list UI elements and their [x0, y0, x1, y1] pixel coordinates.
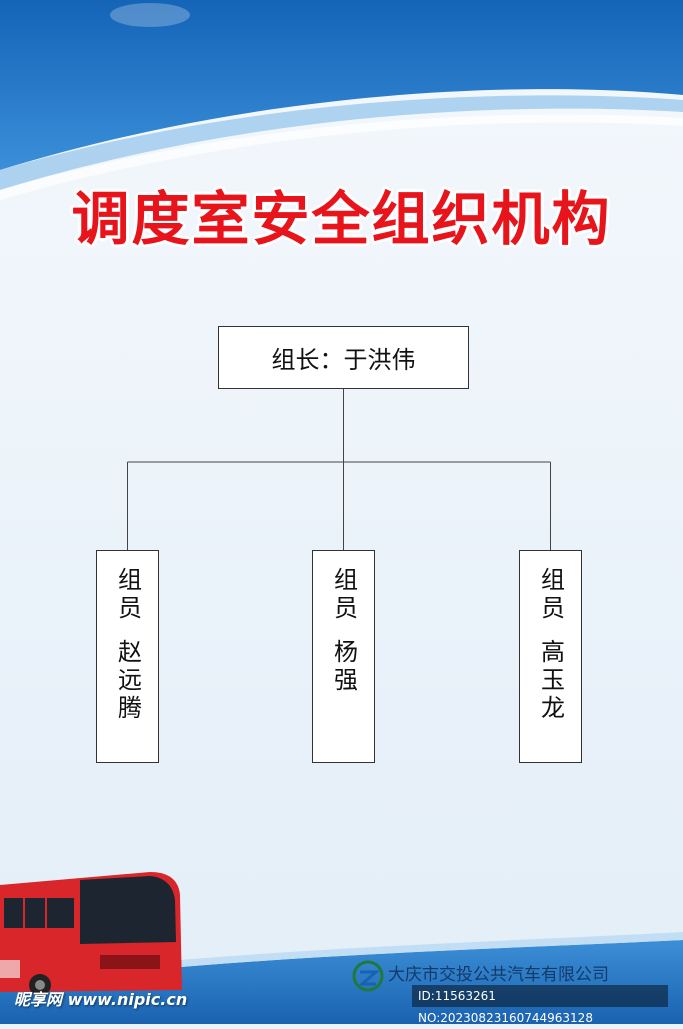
- member-box-2: 组员 杨强: [312, 550, 375, 763]
- member-name: 赵远腾: [113, 639, 142, 723]
- company-footer: 大庆市交投公共汽车有限公司: [352, 960, 609, 985]
- member-name: 高玉龙: [536, 639, 565, 723]
- member-box-3: 组员 高玉龙: [519, 550, 582, 763]
- member-box-1: 组员 赵远腾: [96, 550, 159, 763]
- bottom-banner: [0, 940, 683, 1024]
- watermark-site: 昵享网 www.nipic.cn: [14, 990, 188, 1009]
- leader-box: 组长：于洪伟: [218, 326, 469, 389]
- company-name: 大庆市交投公共汽车有限公司: [388, 965, 609, 985]
- watermark-id: ID:11563261 NO:20230823160744963128: [412, 985, 668, 1025]
- leader-label: 组长：于洪伟: [271, 346, 416, 374]
- top-banner: [0, 0, 683, 170]
- page-title: 调度室安全组织机构: [71, 185, 612, 253]
- member-role: 组员: [536, 567, 565, 623]
- bus-illustration: [0, 872, 182, 996]
- member-role: 组员: [113, 567, 142, 623]
- org-connectors: [127, 389, 551, 550]
- company-logo-icon: [352, 960, 384, 992]
- member-role: 组员: [329, 567, 358, 623]
- member-name: 杨强: [329, 639, 358, 695]
